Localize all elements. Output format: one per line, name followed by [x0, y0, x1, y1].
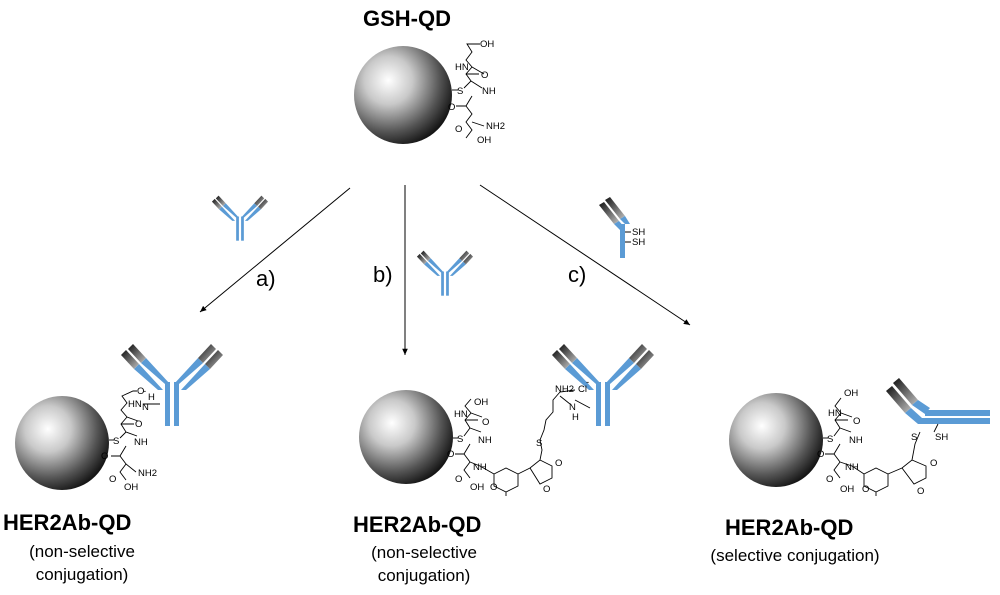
svg-text:NH2: NH2 [138, 468, 157, 479]
svg-text:NH: NH [134, 437, 148, 448]
product-a-group: S O - HN H N O NH O NH2 OH O [15, 344, 223, 493]
svg-text:O: O [447, 449, 454, 460]
svg-text:OH: OH [470, 482, 484, 493]
svg-text:N: N [142, 402, 149, 413]
antibody-icon [121, 344, 223, 426]
svg-text:NH: NH [845, 462, 859, 473]
svg-text:NH: NH [849, 435, 863, 446]
svg-text:O: O [853, 416, 860, 427]
svg-text:S: S [457, 86, 463, 97]
svg-text:O: O [817, 449, 824, 460]
arrow-a [199, 187, 351, 313]
antibody-icon [211, 195, 269, 241]
quantum-dot-sphere-icon [729, 393, 823, 487]
step-b-label: b) [373, 262, 393, 287]
svg-text:S: S [113, 436, 119, 447]
product-c-title: HER2Ab-QD [725, 515, 854, 540]
svg-text:OH: OH [840, 484, 854, 495]
svg-text:S: S [911, 432, 917, 443]
gsh-qd-group: S OH O HN NH O NH2 OH O [354, 39, 505, 146]
product-b-sub-line1: (non-selective [371, 543, 477, 562]
product-a-sub-line2: conjugation) [35, 565, 129, 584]
product-a-subtitle: (non-selective conjugation) [12, 540, 152, 586]
antibody-icon [416, 250, 474, 296]
svg-text:O: O [930, 458, 937, 469]
step-c-label: c) [568, 262, 587, 287]
svg-text:O: O [481, 70, 488, 81]
svg-text:OH: OH [477, 135, 491, 146]
svg-text:O: O [917, 486, 924, 497]
svg-text:H: H [572, 412, 579, 423]
svg-text:SH: SH [935, 432, 948, 443]
svg-text:S: S [827, 434, 833, 445]
half-antibody-icon [886, 378, 990, 424]
svg-text:OH: OH [124, 482, 138, 493]
product-c-subtitle: (selective conjugation) [710, 546, 880, 565]
arrow-c [479, 184, 691, 326]
svg-text:O: O [543, 484, 550, 495]
half-antibody-icon: SH SH [599, 197, 645, 258]
svg-text:N: N [569, 402, 576, 413]
svg-text:S: S [536, 438, 542, 449]
gsh-qd-title: GSH-QD [363, 6, 451, 31]
product-b-title: HER2Ab-QD [353, 512, 482, 537]
product-b-subtitle: (non-selective conjugation) [354, 541, 494, 587]
svg-text:O: O [455, 474, 462, 485]
svg-text:O: O [482, 417, 489, 428]
svg-text:NH: NH [482, 86, 496, 97]
svg-text:NH: NH [478, 435, 492, 446]
svg-text:H: H [148, 392, 155, 403]
svg-text:HN: HN [128, 399, 142, 410]
product-c-group: S OH HN O NH O NH OH O O O O S SH [729, 378, 990, 497]
product-a-sub-line1: (non-selective [29, 542, 135, 561]
svg-text:OH: OH [474, 397, 488, 408]
svg-text:NH2: NH2 [555, 384, 574, 395]
svg-text:-: - [143, 386, 146, 397]
svg-text:O: O [455, 124, 462, 135]
svg-text:O: O [862, 484, 869, 495]
svg-text:O: O [826, 474, 833, 485]
step-a-label: a) [256, 266, 276, 291]
svg-text:S: S [457, 434, 463, 445]
svg-text:Cl: Cl [578, 384, 587, 395]
svg-text:O: O [101, 451, 108, 462]
svg-text:-: - [586, 377, 589, 388]
svg-text:O: O [135, 419, 142, 430]
svg-text:O: O [490, 482, 497, 493]
svg-text:HN: HN [455, 62, 469, 73]
svg-text:SH: SH [632, 227, 645, 238]
svg-text:O: O [555, 458, 562, 469]
svg-text:SH: SH [632, 237, 645, 248]
product-a-title: HER2Ab-QD [3, 510, 132, 535]
quantum-dot-sphere-icon [15, 396, 109, 490]
svg-text:O: O [448, 102, 455, 113]
product-b-group: S OH HN O NH O NH OH O O O O S NH2 Cl - … [359, 344, 654, 496]
svg-text:NH2: NH2 [486, 121, 505, 132]
svg-text:OH: OH [844, 388, 858, 399]
svg-text:OH: OH [480, 39, 494, 50]
quantum-dot-sphere-icon [359, 390, 453, 484]
svg-text:NH: NH [473, 462, 487, 473]
product-b-sub-line2: conjugation) [377, 566, 471, 585]
svg-text:O: O [137, 386, 144, 397]
quantum-dot-sphere-icon [354, 46, 452, 144]
glutathione-structure: S OH O HN NH O NH2 OH O [448, 39, 505, 146]
svg-text:O: O [109, 474, 116, 485]
svg-text:HN: HN [454, 409, 468, 420]
svg-text:HN: HN [828, 408, 842, 419]
